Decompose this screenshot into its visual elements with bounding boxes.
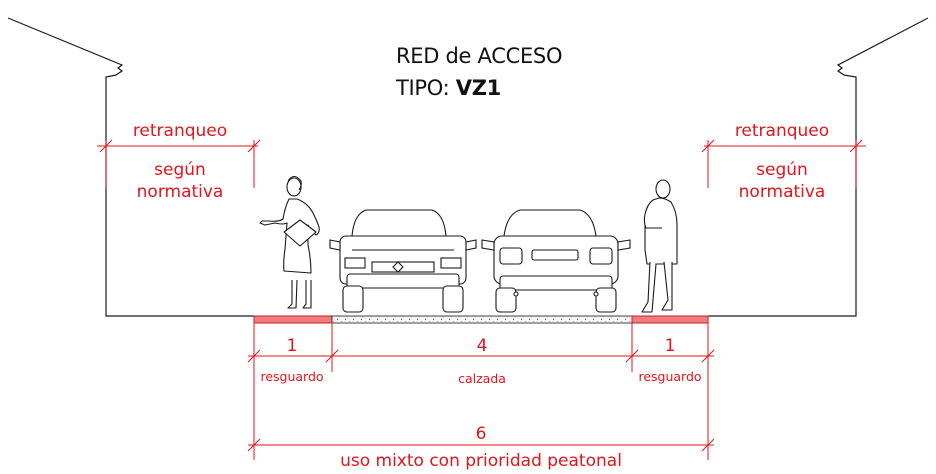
carriageway-label: calzada bbox=[458, 371, 506, 386]
title-line-1: RED de ACCESO bbox=[396, 44, 563, 68]
setback-right-label: retranqueo bbox=[734, 121, 830, 141]
carriageway-value: 4 bbox=[476, 336, 488, 356]
right-building bbox=[708, 17, 929, 317]
carriageway-strip bbox=[331, 315, 633, 324]
right-buffer-label: resguardo bbox=[638, 369, 702, 384]
dimension-chain bbox=[247, 322, 715, 460]
street-surface bbox=[253, 315, 709, 324]
left-building bbox=[7, 17, 254, 317]
type-prefix: TIPO: bbox=[396, 76, 456, 100]
diagram-title: RED de ACCESO bbox=[396, 44, 562, 68]
right-buffer-value: 1 bbox=[664, 336, 676, 356]
type-code: VZ1 bbox=[455, 76, 502, 100]
right-buffer-strip bbox=[631, 315, 709, 324]
left-buffer-strip bbox=[253, 315, 333, 324]
setback-left-note-1: según bbox=[154, 160, 206, 180]
setback-left-dimension bbox=[97, 139, 261, 188]
left-buffer-label: resguardo bbox=[260, 369, 324, 384]
total-width-value: 6 bbox=[475, 424, 487, 444]
setback-left-note-2: normativa bbox=[136, 182, 224, 202]
car-rear-left bbox=[329, 209, 477, 313]
diagram-type: TIPO: VZ1 bbox=[396, 76, 501, 100]
setback-left-label: retranqueo bbox=[132, 121, 228, 141]
setback-right-note-2: normativa bbox=[738, 182, 826, 202]
setback-right-note-1: según bbox=[756, 160, 808, 180]
left-buffer-value: 1 bbox=[286, 336, 298, 356]
pedestrian-man bbox=[641, 179, 678, 313]
setback-right-dimension bbox=[701, 139, 866, 188]
pedestrian-woman bbox=[259, 175, 320, 309]
car-rear-right bbox=[481, 209, 631, 313]
total-width-label: uso mixto con prioridad peatonal bbox=[340, 451, 622, 471]
